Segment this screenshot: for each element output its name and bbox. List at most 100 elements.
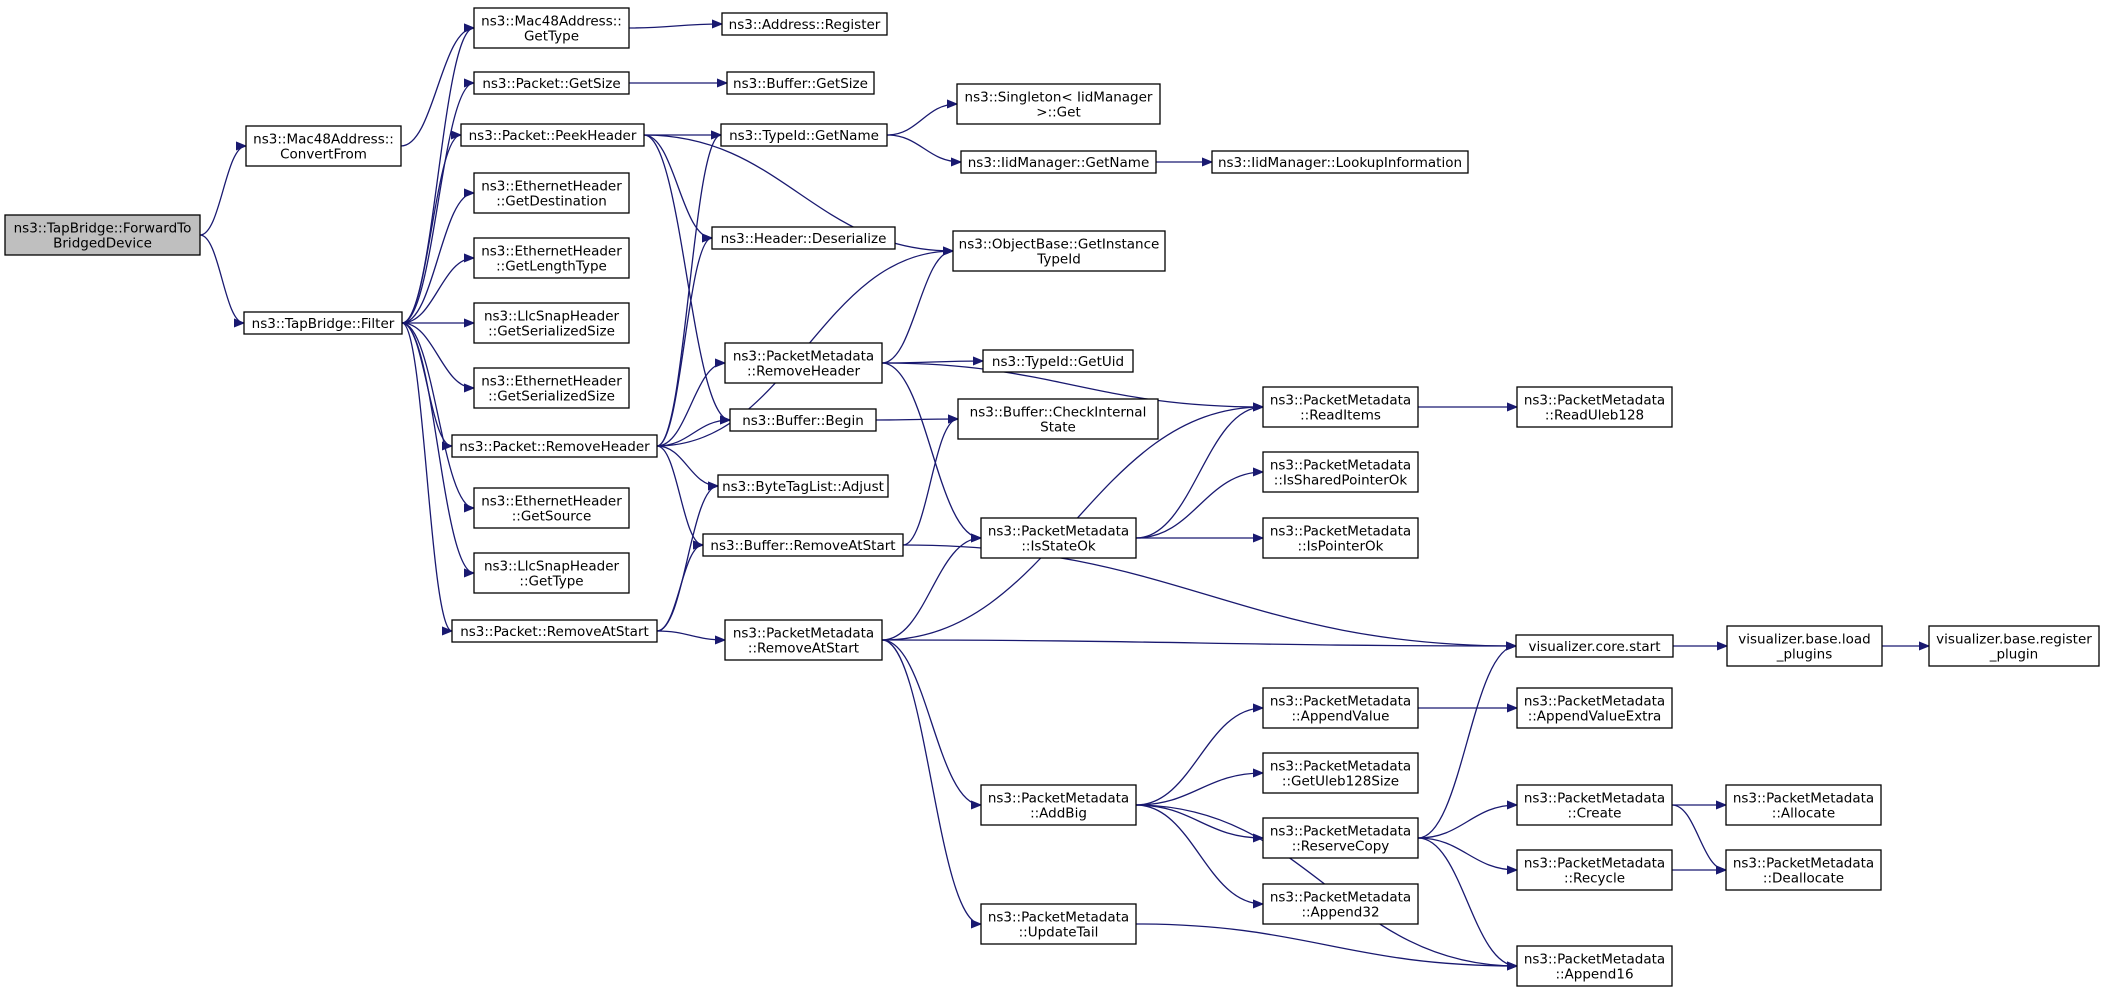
node-label: ::AppendValueExtra (1528, 709, 1662, 725)
node-vis-register-plugin[interactable]: visualizer.base.register_plugin (1928, 625, 2100, 667)
edge-pkt-remove-at-start-to-btl-adjust (656, 486, 719, 632)
node-hdr-deserialize[interactable]: ns3::Header::Deserialize (711, 226, 896, 250)
node-box (473, 367, 630, 409)
node-label: ::GetUleb128Size (1282, 774, 1399, 790)
node-label: ns3::Singleton< IidManager (965, 90, 1153, 106)
node-box (711, 226, 896, 250)
node-label: ns3::Packet::RemoveHeader (459, 439, 650, 455)
node-peek-header[interactable]: ns3::Packet::PeekHeader (460, 123, 645, 147)
node-pm-recycle[interactable]: ns3::PacketMetadata::Recycle (1516, 849, 1673, 891)
node-convert-from[interactable]: ns3::Mac48Address::ConvertFrom (245, 125, 402, 167)
node-iid-get-name[interactable]: ns3::IidManager::GetName (960, 150, 1157, 174)
node-addr-register[interactable]: ns3::Address::Register (721, 12, 888, 36)
edge-pkt-remove-header-to-buf-begin (656, 420, 730, 447)
node-pm-append-value-extra[interactable]: ns3::PacketMetadata::AppendValueExtra (1516, 687, 1673, 729)
edge-pm-remove-header-to-pm-is-state-ok (881, 362, 981, 538)
node-pm-create[interactable]: ns3::PacketMetadata::Create (1516, 784, 1673, 826)
node-label: ns3::EthernetHeader (481, 244, 622, 260)
node-pm-is-shared-ptr-ok[interactable]: ns3::PacketMetadata::IsSharedPointerOk (1262, 451, 1419, 493)
node-label: ns3::Mac48Address:: (481, 14, 622, 30)
node-label: ns3::IidManager::LookupInformation (1218, 155, 1462, 171)
node-label: ::Allocate (1772, 806, 1835, 822)
node-buf-remove-at-start[interactable]: ns3::Buffer::RemoveAtStart (702, 533, 904, 557)
node-singleton-get[interactable]: ns3::Singleton< IidManager >::Get (956, 83, 1161, 125)
node-label: ::AddBig (1030, 806, 1087, 822)
node-filter[interactable]: ns3::TapBridge::Filter (243, 311, 403, 335)
edge-pm-is-state-ok-to-pm-is-shared-ptr-ok (1135, 472, 1263, 539)
node-label: ns3::PacketMetadata (1524, 791, 1665, 807)
node-box (473, 487, 630, 529)
node-box (721, 12, 888, 36)
node-pkt-remove-header[interactable]: ns3::Packet::RemoveHeader (451, 434, 658, 458)
node-box (952, 230, 1166, 272)
node-pm-deallocate[interactable]: ns3::PacketMetadata::Deallocate (1725, 849, 1882, 891)
node-eth-get-ser-size[interactable]: ns3::EthernetHeader::GetSerializedSize (473, 367, 630, 409)
node-box (1262, 517, 1419, 559)
node-box (1726, 625, 1883, 667)
node-eth-get-dest[interactable]: ns3::EthernetHeader::GetDestination (473, 172, 630, 214)
node-pm-append16[interactable]: ns3::PacketMetadata::Append16 (1516, 945, 1673, 987)
node-label: visualizer.base.register (1936, 632, 2092, 648)
node-pm-read-uleb128[interactable]: ns3::PacketMetadata::ReadUleb128 (1516, 386, 1673, 428)
node-pm-remove-header[interactable]: ns3::PacketMetadata::RemoveHeader (724, 342, 883, 384)
node-pm-add-big[interactable]: ns3::PacketMetadata::AddBig (980, 784, 1137, 826)
edge-pm-reserve-copy-to-pm-append16 (1417, 837, 1517, 966)
node-label: ns3::Packet::GetSize (482, 76, 620, 92)
node-label: ::ReadItems (1300, 408, 1381, 424)
node-label: ns3::TypeId::GetName (729, 128, 879, 144)
node-vis-core-start[interactable]: visualizer.core.start (1515, 634, 1674, 658)
node-box (980, 784, 1137, 826)
node-iid-lookup-info[interactable]: ns3::IidManager::LookupInformation (1211, 150, 1469, 174)
node-box (982, 349, 1134, 373)
node-pm-append-value[interactable]: ns3::PacketMetadata::AppendValue (1262, 687, 1419, 729)
edge-pkt-remove-header-to-pm-remove-header (656, 363, 726, 447)
node-box (1211, 150, 1469, 174)
node-label: visualizer.core.start (1528, 639, 1660, 655)
node-label: ::Append16 (1555, 967, 1633, 983)
edge-pm-reserve-copy-to-vis-core-start (1417, 646, 1517, 839)
node-pkt-get-size[interactable]: ns3::Packet::GetSize (473, 71, 630, 95)
node-box (1262, 386, 1419, 428)
node-btl-adjust[interactable]: ns3::ByteTagList::Adjust (717, 474, 889, 498)
edge-root-to-filter (199, 234, 245, 323)
edge-peek-header-to-buf-begin (643, 134, 731, 420)
node-pkt-remove-at-start[interactable]: ns3::Packet::RemoveAtStart (451, 619, 658, 643)
node-type-id-get-uid[interactable]: ns3::TypeId::GetUid (982, 349, 1134, 373)
node-label: ns3::PacketMetadata (1270, 524, 1411, 540)
node-pm-read-items[interactable]: ns3::PacketMetadata::ReadItems (1262, 386, 1419, 428)
node-pm-append32[interactable]: ns3::PacketMetadata::Append32 (1262, 883, 1419, 925)
node-box (724, 619, 883, 661)
node-mac-get-type[interactable]: ns3::Mac48Address::GetType (473, 7, 630, 49)
node-pm-update-tail[interactable]: ns3::PacketMetadata::UpdateTail (980, 903, 1137, 945)
node-buf-get-size[interactable]: ns3::Buffer::GetSize (726, 71, 875, 95)
node-llc-get-type[interactable]: ns3::LlcSnapHeader::GetType (473, 552, 630, 594)
node-eth-get-len-type[interactable]: ns3::EthernetHeader::GetLengthType (473, 237, 630, 279)
node-pm-reserve-copy[interactable]: ns3::PacketMetadata::ReserveCopy (1262, 817, 1419, 859)
node-llc-get-ser-size[interactable]: ns3::LlcSnapHeader::GetSerializedSize (473, 302, 630, 344)
edge-pkt-remove-at-start-to-pm-remove-at-start (656, 630, 725, 640)
node-box (1262, 687, 1419, 729)
edge-filter-to-pkt-remove-at-start (401, 322, 453, 631)
node-buf-begin[interactable]: ns3::Buffer::Begin (729, 408, 877, 432)
node-pm-is-state-ok[interactable]: ns3::PacketMetadata::IsStateOk (980, 517, 1137, 559)
node-label: ns3::LlcSnapHeader (484, 309, 620, 325)
node-eth-get-source[interactable]: ns3::EthernetHeader::GetSource (473, 487, 630, 529)
node-type-id-get-name[interactable]: ns3::TypeId::GetName (720, 123, 888, 147)
node-box (4, 214, 201, 256)
edge-pm-remove-at-start-to-pm-is-state-ok (881, 538, 981, 641)
node-box (1516, 784, 1673, 826)
node-pm-is-pointer-ok[interactable]: ns3::PacketMetadata::IsPointerOk (1262, 517, 1419, 559)
node-box (245, 125, 402, 167)
node-pm-allocate[interactable]: ns3::PacketMetadata::Allocate (1725, 784, 1882, 826)
edge-pm-remove-header-to-obj-get-inst-type-id (881, 251, 954, 364)
node-pm-remove-at-start[interactable]: ns3::PacketMetadata::RemoveAtStart (724, 619, 883, 661)
node-label: _plugins (1776, 647, 1833, 663)
node-label: _plugin (1989, 647, 2039, 663)
node-vis-load-plugins[interactable]: visualizer.base.load_plugins (1726, 625, 1883, 667)
node-box (1262, 883, 1419, 925)
node-pm-get-uleb128-size[interactable]: ns3::PacketMetadata::GetUleb128Size (1262, 752, 1419, 794)
